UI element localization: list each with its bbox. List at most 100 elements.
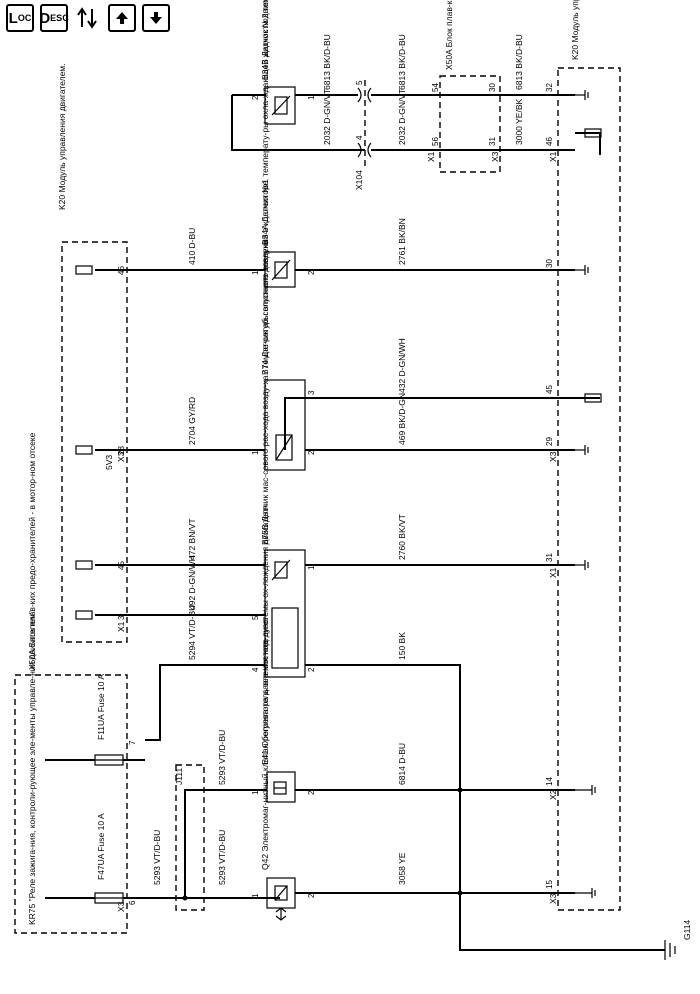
pin-label: 31: [545, 553, 554, 562]
pin-label: 15: [545, 880, 554, 889]
g114-label: G114: [682, 920, 692, 940]
pin-label: 45: [117, 561, 126, 570]
resistor-icon: [584, 393, 602, 403]
k20-right-outline: [557, 67, 621, 911]
wire-6813-label: 6813 BK/D-BU: [397, 34, 407, 90]
e41-label: E41 Обогрева-тель тер-мостата си-стемы о…: [260, 505, 270, 765]
pin-label: 1: [307, 95, 316, 100]
b74-label: B74 Датчик аб-солютного давления в колле…: [260, 180, 270, 375]
pin-label: 56: [431, 137, 440, 146]
b34b-label: B34B Датчик №2 температу-ры охла-ждающей…: [260, 0, 270, 80]
connector-x1-label: X1: [548, 567, 558, 578]
pin-label: 31: [488, 137, 497, 146]
j111-label: J111: [174, 768, 184, 785]
b34a-label: B34A Датчик №1 температу-ры охла-ждающей…: [260, 0, 270, 245]
wire-2032-label: 2032 D-GN/VT: [322, 89, 332, 145]
b75b-sensor-box: [264, 549, 306, 678]
connector-x2-label: X2: [548, 789, 558, 800]
pin-label: 45: [545, 385, 554, 394]
pin-label: 29: [545, 437, 554, 446]
k20-left-outline: [61, 241, 128, 643]
connector-view-button[interactable]: [74, 4, 102, 32]
x50a-right-outline: [439, 75, 501, 173]
wire-472-label: 472 BN/VT: [187, 518, 197, 560]
pin-label: 1: [251, 270, 260, 275]
wire-2761-label: 2761 BK/BN: [397, 218, 407, 265]
resistor-icon: [75, 265, 93, 275]
pin-label: 3: [307, 390, 316, 395]
q42-label: Q42 Электромаг-нитный клапан регулятора …: [260, 619, 270, 870]
pin-label: 46: [117, 266, 126, 275]
ground-g114-icon: [664, 940, 676, 960]
resistor-icon: [75, 610, 93, 620]
pin-label: 2: [307, 893, 316, 898]
desc-main: D: [39, 9, 51, 27]
wire-3058-label: 3058 YE: [397, 852, 407, 885]
e41-heater-box: [266, 771, 296, 803]
arrow-up-button[interactable]: [108, 4, 136, 32]
pin-label: 46: [545, 137, 554, 146]
pin-label: 2: [307, 450, 316, 455]
thermistor-icon: [274, 96, 288, 115]
pin-label: 4: [251, 667, 260, 672]
connector-x3-label: X3: [548, 893, 558, 904]
pin-label: 1: [251, 450, 260, 455]
pin-label: 1: [251, 893, 260, 898]
x50a-right-label: X50A Блок плав-ких предо-хранителей - в …: [444, 0, 454, 70]
thermistor-icon: [274, 561, 288, 579]
wire-3000-label: 3000 YE/BK: [514, 99, 524, 145]
wire-5293-label: 5293 VT/D-BU: [217, 730, 227, 785]
wire-150-label: 150 BK: [397, 632, 407, 660]
desc-sub: E: [50, 12, 57, 23]
arrow-up-icon: [116, 12, 128, 24]
desc-mid: S: [56, 12, 63, 23]
pin-label: 1: [307, 565, 316, 570]
b34b-sensor-box: [264, 86, 296, 125]
connector-x3-label: X3: [490, 151, 500, 162]
pin-label: 32: [545, 83, 554, 92]
pin-label: 7: [128, 740, 137, 745]
wire-5294-label: 5294 VT/D-BU: [187, 605, 197, 660]
pin-label: 6: [128, 900, 137, 905]
pin-label: 28: [117, 446, 126, 455]
pin-label: 5: [355, 80, 364, 85]
connector-icon: [77, 7, 97, 29]
resistor-icon: [75, 560, 93, 570]
x50a-left-label: X50A Блок плав-ких предо-хранителей - в …: [27, 432, 37, 670]
connector-x1-label: X1: [548, 151, 558, 162]
wire-2704-label: 2704 GY/RD: [187, 397, 197, 445]
resistor-icon: [584, 128, 602, 138]
wire-410-label: 410 D-BU: [187, 228, 197, 265]
arrow-down-button[interactable]: [142, 4, 170, 32]
k20-right-label: K20 Модуль управления двигателем.: [570, 0, 580, 60]
maf-sensor-element: [271, 607, 299, 669]
connector-x3-label: X3: [116, 901, 126, 912]
loc-sub: O: [17, 12, 25, 23]
pin-label: 3: [117, 615, 126, 620]
wire-6813-label: 6813 BK/D-BU: [514, 34, 524, 90]
wire-432-label: 432 D-GN/WH: [397, 338, 407, 393]
connector-x1-label: X1: [116, 621, 126, 632]
connector-x3-label: X3: [116, 451, 126, 462]
pin-label: 30: [488, 83, 497, 92]
pin-label: 54: [431, 83, 440, 92]
pin-label: 5: [251, 615, 260, 620]
pin-label: 14: [545, 777, 554, 786]
wire-5293-label: 5293 VT/D-BU: [217, 830, 227, 885]
solenoid-icon: [274, 885, 288, 901]
pin-label: 2: [307, 790, 316, 795]
wire-6814-label: 6814 D-BU: [397, 743, 407, 785]
connector-x3-label: X3: [548, 451, 558, 462]
j111-outline: [175, 764, 205, 911]
wire-6813-label: 6813 BK/D-BU: [322, 34, 332, 90]
k20-left-label: K20 Модуль управления двигателем.: [57, 63, 67, 210]
wire-469-label: 469 BK/D-GN: [397, 393, 407, 445]
5v3-label: 5V3: [104, 455, 114, 470]
thermistor-icon: [274, 261, 288, 279]
pin-label: 2: [307, 667, 316, 672]
resistor-icon: [75, 445, 93, 455]
